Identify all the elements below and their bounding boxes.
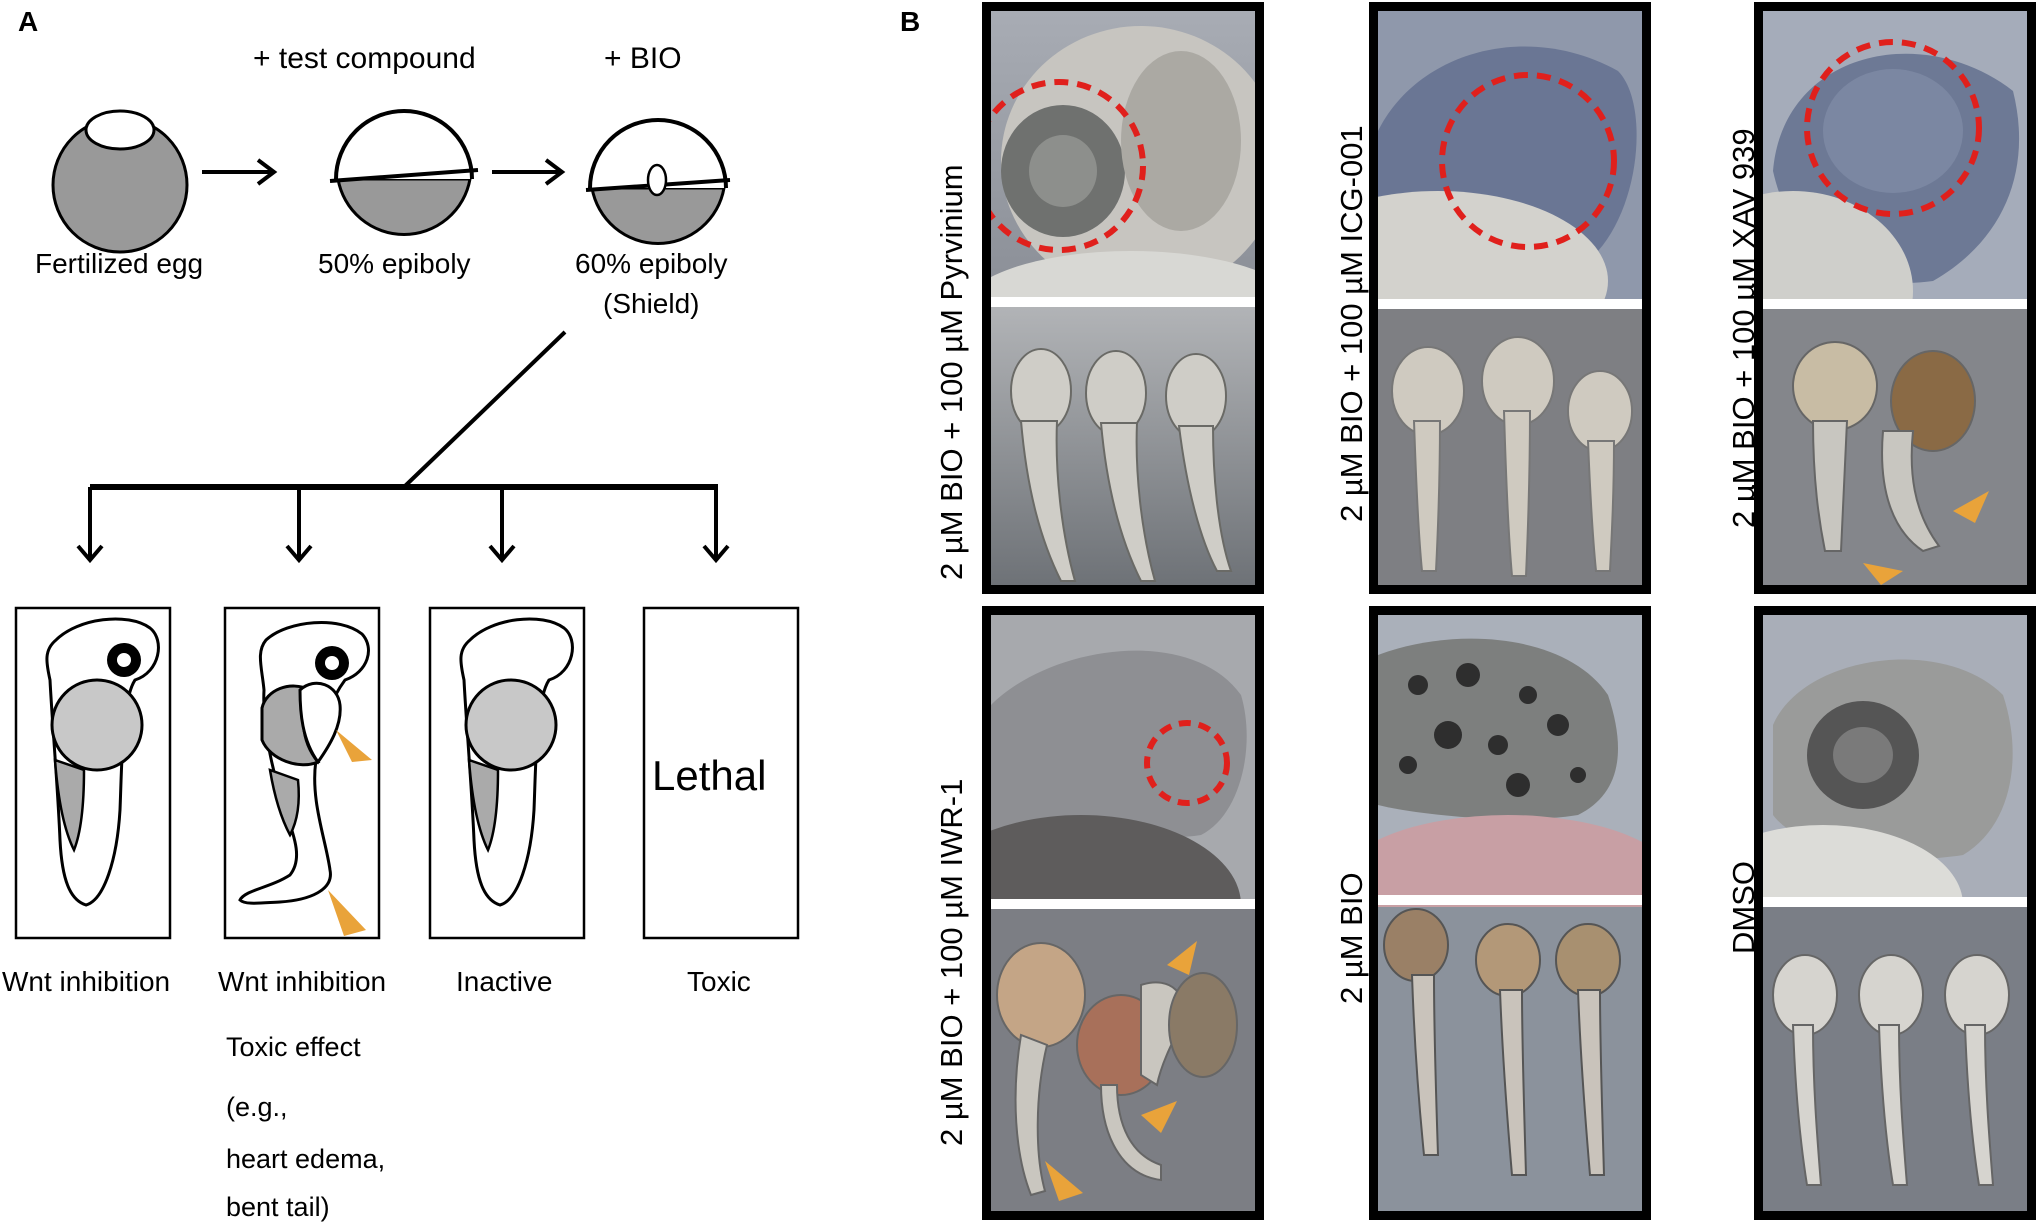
condition-label-iwr1: 2 µM BIO + 100 µM IWR-1	[934, 778, 969, 1146]
panel-a-letter: A	[18, 6, 39, 37]
outcome-label-4: Toxic	[687, 966, 751, 997]
toxic-note-line-2: (e.g.,	[226, 1092, 288, 1122]
micrograph-xav939	[1754, 2, 2036, 594]
condition-label-pyrvinium: 2 µM BIO + 100 µM Pyrvinium	[934, 164, 969, 580]
micrograph-icg001	[1369, 2, 1651, 594]
condition-label-icg001: 2 µM BIO + 100 µM ICG-001	[1334, 125, 1369, 522]
arrowhead-marker	[336, 730, 372, 762]
lethal-label: Lethal	[652, 752, 767, 799]
outcome-label-2: Wnt inhibition	[218, 966, 387, 997]
outcome-box-wnt-inhibition-toxic	[223, 606, 381, 940]
micrograph-pyrvinium	[982, 2, 1264, 594]
arrowhead-marker	[328, 890, 366, 936]
bio-label: + BIO	[604, 42, 682, 75]
arrowhead-marker	[1863, 563, 1903, 585]
stage-label-50-epiboly: 50% epiboly	[318, 248, 471, 279]
down-arrow-icon	[488, 487, 516, 564]
down-arrow-icon	[285, 487, 313, 564]
arrow-icon	[202, 158, 278, 186]
epiboly-50-drawing	[329, 109, 479, 236]
micrograph-dmso	[1754, 606, 2036, 1220]
stage-label-60-epiboly: 60% epiboly	[575, 248, 728, 279]
panel-b-letter: B	[900, 6, 921, 37]
condition-label-bio-only: 2 µM BIO	[1334, 872, 1369, 1004]
fertilized-egg-drawing	[51, 109, 189, 254]
arrowhead-marker	[1167, 941, 1197, 975]
stage-label-shield: (Shield)	[603, 288, 700, 319]
arrowhead-marker	[1141, 1101, 1177, 1133]
arrow-icon	[492, 158, 566, 186]
outcome-box-toxic	[642, 606, 800, 940]
micrograph-iwr1	[982, 606, 1264, 1220]
arrowhead-marker	[1953, 491, 1989, 523]
stage-label-fertilized-egg: Fertilized egg	[35, 248, 204, 279]
outcome-label-3: Inactive	[456, 966, 553, 997]
toxic-note-line-4: bent tail)	[226, 1192, 330, 1222]
outcome-box-wnt-inhibition	[14, 606, 172, 940]
outcome-box-inactive	[428, 606, 586, 940]
toxic-note-line-1: Toxic effect	[226, 1032, 361, 1062]
outcome-label-1: Wnt inhibition	[2, 966, 171, 997]
down-arrow-icon	[76, 487, 104, 564]
toxic-note-line-3: heart edema,	[226, 1144, 386, 1174]
arrowhead-marker	[1045, 1161, 1083, 1201]
micrograph-bio-only	[1369, 606, 1651, 1220]
test-compound-label: + test compound	[253, 42, 476, 75]
epiboly-60-shield-drawing	[585, 118, 731, 245]
down-arrow-icon	[702, 487, 730, 564]
